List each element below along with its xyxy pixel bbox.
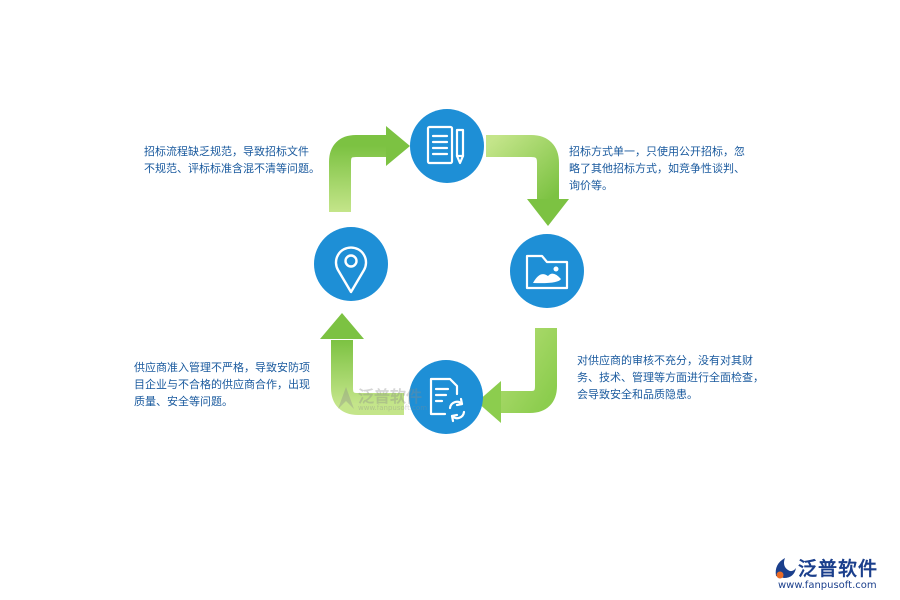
arrow-bottom-to-left: [320, 313, 404, 415]
document-refresh-icon: [429, 377, 466, 423]
arrow-top-to-right: [486, 135, 569, 226]
step-circle-bottom: [409, 360, 483, 434]
brand-name: 泛普软件: [798, 558, 879, 580]
watermark-url: www.fanpusoft.com: [358, 404, 428, 412]
brand-logo: 泛普软件 www.fanpusoft.com: [772, 554, 890, 596]
watermark-logo-icon: [338, 387, 354, 409]
watermark: 泛普软件 www.fanpusoft.com: [336, 383, 446, 423]
step-circle-right: [510, 234, 584, 308]
note-bottom-left: 供应商准入管理不严格，导致安防项 目企业与不合格的供应商合作，出现 质量、安全等…: [134, 361, 310, 408]
map-pin-icon: [334, 246, 368, 294]
watermark-name: 泛普软件: [358, 387, 423, 406]
arrow-left-to-top: [329, 126, 410, 212]
step-circle-left: [314, 227, 388, 301]
note-top-right: 招标方式单一，只使用公开招标，忽 略了其他招标方式，如竞争性谈判、 询价等。: [569, 145, 745, 192]
note-bottom-right: 对供应商的审核不充分，没有对其财 务、技术、管理等方面进行全面检查， 会导致安全…: [577, 354, 764, 401]
step-circle-top: [410, 109, 484, 183]
brand-logo-icon: [775, 558, 796, 579]
arrow-right-to-bottom: [477, 328, 557, 423]
folder-image-icon: [525, 254, 569, 290]
document-pencil-icon: [426, 125, 465, 165]
note-top-left: 招标流程缺乏规范，导致招标文件 不规范、评标标准含混不清等问题。: [144, 145, 320, 175]
brand-url: www.fanpusoft.com: [778, 580, 877, 591]
